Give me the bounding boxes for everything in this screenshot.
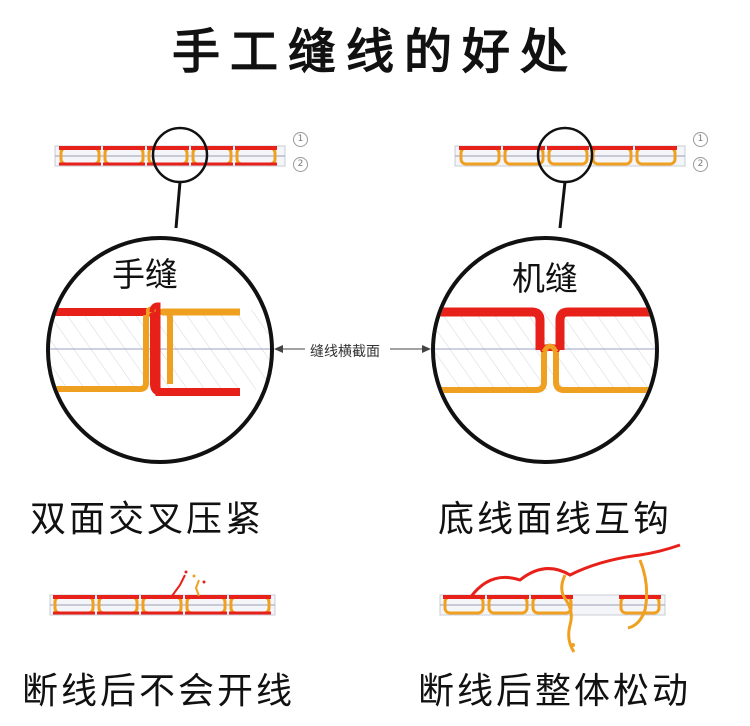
page-title: 手工缝线的好处 [171, 24, 578, 80]
machine-broken-caption: 断线后整体松动 [418, 671, 692, 712]
hand-stitch-caption: 双面交叉压紧 [30, 499, 265, 540]
hand-broken-caption: 断线后不会开线 [22, 671, 296, 712]
machine-broken-strip [439, 543, 681, 653]
hand-stitch-label: 手缝 [112, 255, 178, 294]
magnifier-handle [558, 181, 567, 229]
cross-section-label: 缝线横截面 [308, 341, 382, 361]
thread-marker-2: 2 [293, 157, 308, 172]
magnifier-handle [174, 181, 182, 229]
machine-stitch-label: 机缝 [512, 259, 578, 298]
hand-broken-strip [49, 570, 276, 616]
thread-marker-2: 2 [693, 157, 708, 172]
machine-stitch-strip [454, 126, 686, 229]
thread-marker-1: 1 [293, 132, 308, 147]
machine-stitch-caption: 底线面线互钩 [438, 499, 673, 540]
machine-stitch-zoom [431, 236, 659, 464]
hand-stitch-zoom [46, 236, 274, 464]
cross-section-arrows [274, 345, 431, 353]
hand-stitch-strip [54, 126, 286, 229]
thread-marker-1: 1 [693, 132, 708, 147]
